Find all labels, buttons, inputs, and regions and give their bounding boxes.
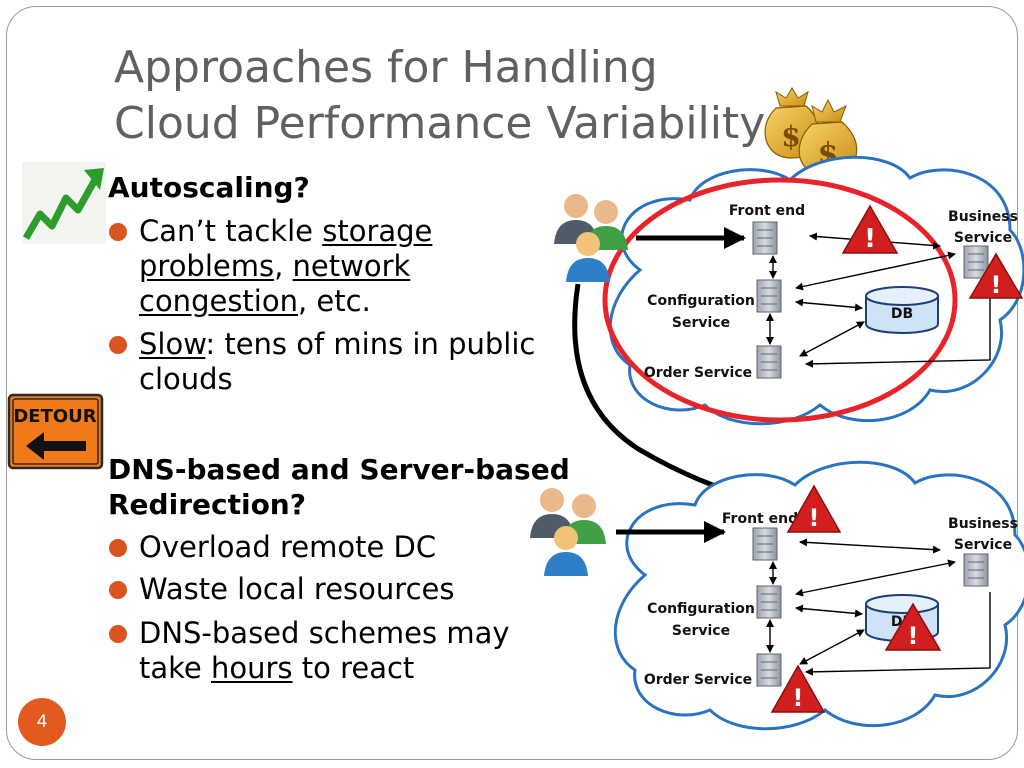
bullet-text: take bbox=[139, 651, 211, 685]
underlined-storage: storage bbox=[322, 214, 433, 248]
bullet-text: DNS-based schemes may bbox=[139, 616, 510, 650]
top-config-label-2: Service bbox=[672, 315, 730, 331]
top-business-label-1: Business bbox=[948, 209, 1018, 225]
bullet-text: , bbox=[274, 249, 293, 283]
bullet-text: : tens of mins in public bbox=[205, 327, 536, 361]
svg-text:$: $ bbox=[781, 120, 800, 153]
bullet-storage-problems: Can’t tackle storage problems, network c… bbox=[108, 214, 433, 319]
redirection-heading-line-1: DNS-based and Server-based bbox=[108, 453, 570, 486]
svg-text:!: ! bbox=[809, 504, 820, 532]
bottom-warning-icon-frontend: ! bbox=[786, 484, 842, 533]
top-db-icon: DB bbox=[865, 286, 939, 334]
page-number: 4 bbox=[18, 698, 66, 746]
bottom-config-label-2: Service bbox=[672, 623, 730, 639]
bottom-warning-icon-db: ! bbox=[884, 602, 942, 651]
underlined-slow: Slow bbox=[139, 327, 206, 361]
title-line-1: Approaches for Handling bbox=[114, 42, 658, 93]
bottom-front-end-server-icon bbox=[752, 527, 778, 561]
detour-sign-label: DETOUR bbox=[13, 406, 96, 427]
bottom-business-label-1: Business bbox=[948, 516, 1018, 532]
bottom-warning-icon-order: ! bbox=[770, 664, 826, 713]
top-cloud-highlight-ring bbox=[602, 177, 958, 423]
top-warning-icon-1: ! bbox=[841, 204, 899, 254]
bullet-overload: Overload remote DC bbox=[108, 530, 437, 564]
underlined-network: network bbox=[292, 249, 411, 283]
trend-up-arrow-icon bbox=[22, 162, 106, 244]
bottom-config-server-icon bbox=[756, 585, 782, 619]
title-line-2: Cloud Performance Variability bbox=[114, 98, 766, 149]
autoscaling-heading: Autoscaling? bbox=[108, 171, 310, 204]
top-user-group-icon bbox=[554, 194, 628, 282]
bottom-business-server-icon bbox=[963, 553, 989, 587]
bottom-order-label: Order Service bbox=[644, 672, 752, 688]
bullet-text: Can’t tackle bbox=[139, 214, 323, 248]
bullet-text: to react bbox=[292, 651, 415, 685]
top-config-server-icon bbox=[756, 279, 782, 313]
bottom-diagram-connectors bbox=[766, 538, 991, 676]
bullet-waste: Waste local resources bbox=[108, 572, 455, 606]
top-business-server-icon bbox=[963, 245, 989, 279]
svg-text:!: ! bbox=[991, 271, 1002, 299]
underlined-congestion: congestion bbox=[139, 284, 298, 318]
redirection-heading: DNS-based and Server-based Redirection? bbox=[108, 452, 570, 522]
svg-text:!: ! bbox=[908, 622, 919, 650]
top-data-center-cloud bbox=[608, 155, 1024, 426]
top-order-label: Order Service bbox=[644, 365, 752, 381]
top-business-label-2: Service bbox=[954, 230, 1012, 246]
bullet-text: clouds bbox=[139, 362, 233, 396]
bottom-order-server-icon bbox=[756, 653, 782, 687]
top-order-server-icon bbox=[756, 345, 782, 379]
top-config-label-1: Configuration bbox=[647, 293, 755, 309]
bottom-front-end-label: Front end bbox=[722, 511, 798, 527]
bullet-slow: Slow: tens of mins in public clouds bbox=[108, 327, 536, 397]
bottom-user-group-icon bbox=[530, 488, 606, 576]
bullet-dns-hours: DNS-based schemes may take hours to reac… bbox=[109, 616, 510, 686]
top-front-end-server-icon bbox=[752, 221, 778, 255]
slide-title: Approaches for Handling Cloud Performanc… bbox=[114, 40, 765, 152]
underlined-hours: hours bbox=[210, 651, 293, 685]
top-db-label: DB bbox=[891, 306, 913, 322]
detour-sign-icon: DETOUR bbox=[7, 393, 104, 470]
top-warning-icon-2: ! bbox=[968, 252, 1024, 299]
svg-text:!: ! bbox=[793, 684, 804, 712]
bottom-business-label-2: Service bbox=[954, 537, 1012, 553]
top-front-end-label: Front end bbox=[729, 203, 805, 219]
underlined-problems: problems bbox=[139, 249, 275, 283]
bullet-text: , etc. bbox=[297, 284, 371, 318]
redirection-heading-line-2: Redirection? bbox=[108, 488, 306, 521]
svg-text:!: ! bbox=[864, 224, 876, 254]
bottom-config-label-1: Configuration bbox=[647, 601, 755, 617]
